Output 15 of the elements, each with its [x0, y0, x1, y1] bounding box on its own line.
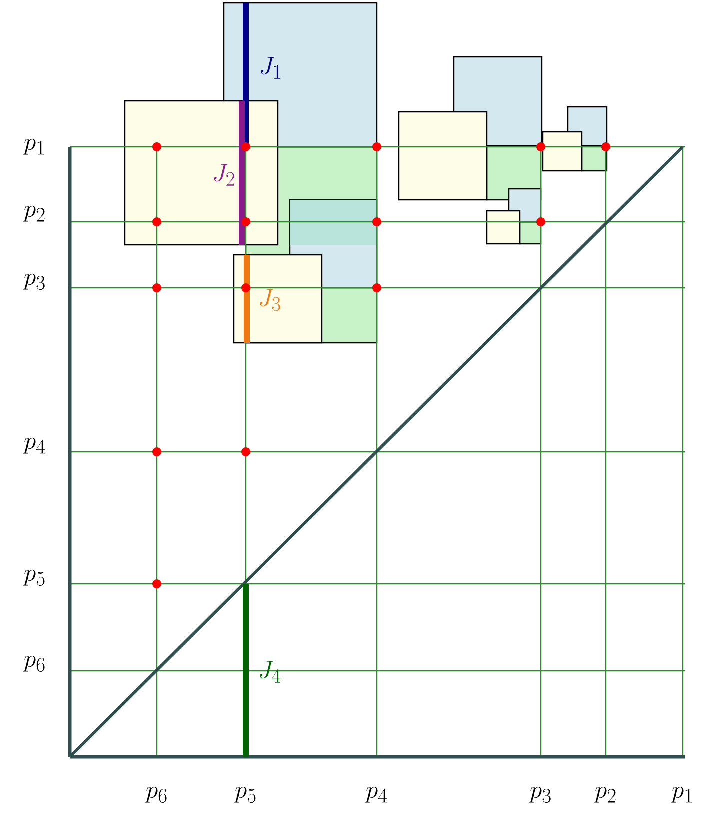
interval-label: $J_3$: [260, 289, 280, 312]
axis-label: $p_2$: [594, 787, 616, 803]
axis-label: $p_1$: [23, 139, 44, 155]
axis-label: $p_5$: [23, 570, 45, 586]
interval-label: $J_1$: [261, 57, 281, 79]
axis-label: $p_2$: [23, 206, 45, 222]
axis-label: $p_3$: [529, 787, 551, 804]
axis-label: $p_3$: [23, 274, 45, 290]
axis-label: $p_4$: [23, 438, 46, 454]
axis-label: $p_4$: [365, 787, 388, 803]
axis-label: $p_5$: [234, 787, 256, 804]
axis-label: $p_6$: [145, 787, 167, 804]
axis-label: $p_1$: [671, 787, 692, 803]
interval-label: $J_2$: [214, 164, 234, 186]
axis-label: $p_6$: [23, 656, 45, 672]
